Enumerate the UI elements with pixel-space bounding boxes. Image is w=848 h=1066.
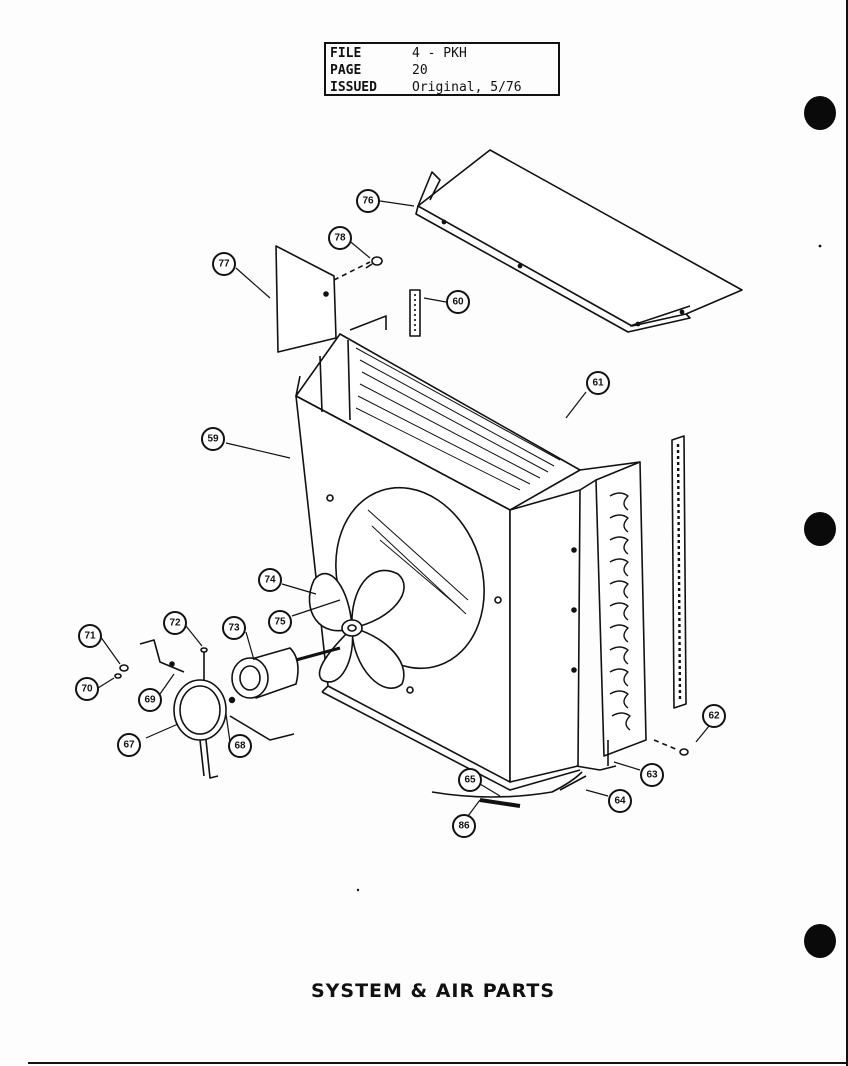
file-row: FILE 4 - PKH — [330, 45, 558, 62]
callout-73 — [222, 616, 246, 640]
callout-68 — [228, 734, 252, 758]
binder-hole-top — [804, 96, 836, 130]
callout-62-label: 62 — [708, 711, 720, 722]
coil-side-strip — [671, 435, 687, 709]
callout-61 — [586, 371, 610, 395]
callout-69-label: 69 — [144, 695, 156, 706]
screw-62 — [653, 739, 689, 756]
page-value: 20 — [412, 63, 428, 78]
refrigerant-tubing — [431, 771, 587, 808]
callout-70-label: 70 — [81, 684, 93, 695]
callout-71 — [78, 624, 102, 648]
binder-hole-middle — [804, 512, 836, 546]
document-info-box: FILE 4 - PKH PAGE 20 ISSUED Original, 5/… — [324, 42, 560, 96]
bottom-border — [28, 1062, 848, 1064]
file-label: FILE — [330, 46, 362, 61]
callout-76-label: 76 — [362, 196, 374, 207]
callout-65-label: 65 — [464, 775, 476, 786]
side-access-panel — [275, 245, 371, 353]
callout-78-top — [328, 226, 352, 250]
callout-67-label: 67 — [123, 740, 135, 751]
callout-62 — [702, 704, 726, 728]
condenser-shroud — [295, 315, 581, 791]
screw-top — [365, 256, 383, 269]
callout-77 — [212, 252, 236, 276]
callout-64-label: 64 — [614, 796, 626, 807]
page-row: PAGE 20 — [330, 62, 558, 79]
callout-74 — [258, 568, 282, 592]
callout-60 — [446, 290, 470, 314]
fan-motor — [231, 646, 341, 699]
callout-72-label: 72 — [169, 618, 181, 629]
callout-63-label: 63 — [646, 770, 658, 781]
callout-60-label: 60 — [452, 297, 464, 308]
callout-75-label: 75 — [274, 617, 286, 628]
stray-dot — [818, 244, 822, 248]
callout-70 — [75, 677, 99, 701]
right-border — [846, 0, 848, 1066]
file-value: 4 - PKH — [412, 46, 467, 61]
callout-75 — [268, 610, 292, 634]
top-cover-panel — [415, 149, 743, 333]
stray-dot — [356, 888, 360, 892]
condenser-coil — [575, 461, 647, 771]
callout-61-label: 61 — [592, 378, 604, 389]
callout-64 — [608, 789, 632, 813]
callout-74-label: 74 — [264, 575, 276, 586]
callout-67 — [117, 733, 141, 757]
issued-value: Original, 5/76 — [412, 80, 522, 95]
callout-59 — [201, 427, 225, 451]
support-bracket — [409, 289, 421, 337]
callout-63 — [640, 763, 664, 787]
callout-71-label: 71 — [84, 631, 96, 642]
fan-blade — [308, 569, 405, 689]
callout-86 — [452, 814, 476, 838]
callout-72 — [163, 611, 187, 635]
page-title: SYSTEM & AIR PARTS — [310, 980, 556, 1002]
callout-73-label: 73 — [228, 623, 240, 634]
callout-69 — [138, 688, 162, 712]
binder-hole-bottom — [804, 924, 836, 958]
callout-78-top-label: 78 — [334, 233, 346, 244]
issued-label: ISSUED — [330, 80, 377, 95]
callout-77-label: 77 — [218, 259, 230, 270]
page-label: PAGE — [330, 63, 362, 78]
callout-86-label: 86 — [458, 821, 470, 832]
callout-76 — [356, 189, 380, 213]
callout-65 — [458, 768, 482, 792]
callout-68-label: 68 — [234, 741, 246, 752]
callout-59-label: 59 — [207, 434, 219, 445]
issued-row: ISSUED Original, 5/76 — [330, 79, 558, 96]
motor-mount-bracket — [114, 639, 295, 779]
